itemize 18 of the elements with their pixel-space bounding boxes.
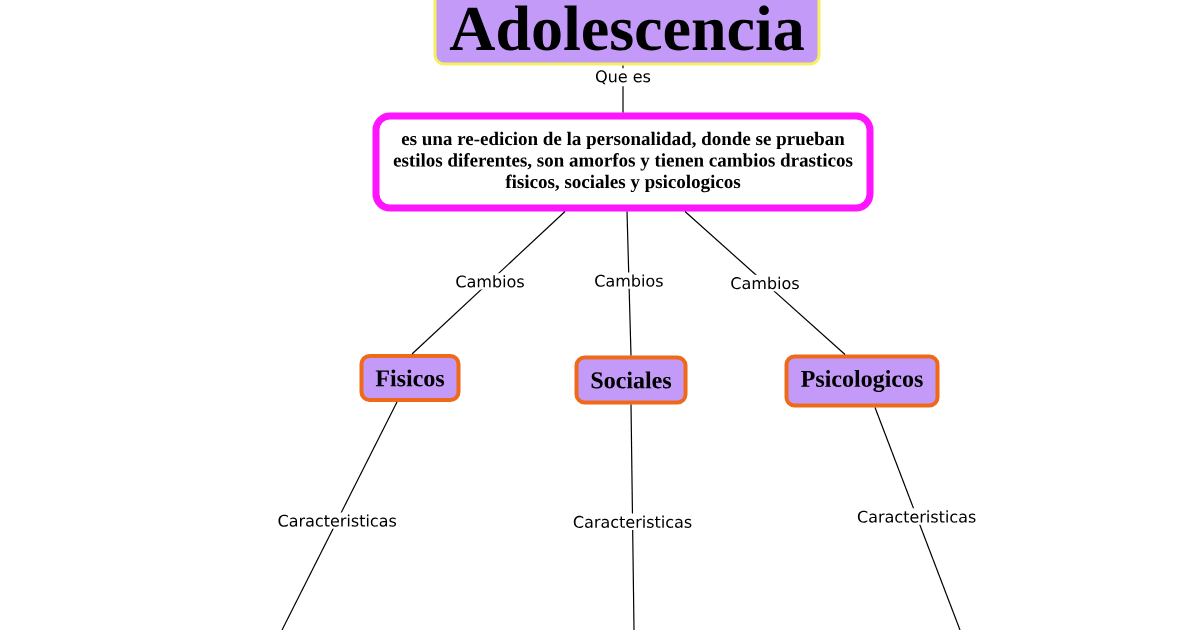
- edge-label: Caracteristicas: [570, 513, 695, 530]
- edge-label: Caracteristicas: [275, 512, 399, 529]
- connector-line: [874, 406, 961, 630]
- concept-box: Fisicos: [359, 354, 461, 402]
- concept-box: Sociales: [574, 355, 688, 405]
- connector-line: [684, 210, 846, 356]
- connector-line: [626, 210, 632, 357]
- title-box: Adolescencia: [433, 0, 821, 66]
- connector-line: [411, 210, 566, 355]
- connector-line: [630, 403, 635, 630]
- edge-label: Cambios: [728, 274, 802, 292]
- edge-label: Que es: [593, 68, 653, 87]
- concept-box: Psicologicos: [784, 354, 940, 408]
- definition-box: es una re-edicion de la personalidad, donde se prueban estilos diferentes, son amorfos y tienen cambios drasticos fisicos, sociales y psicologicos: [372, 112, 874, 212]
- edge-label: Cambios: [592, 272, 666, 289]
- edge-label: Caracteristicas: [855, 508, 979, 525]
- edge-label: Cambios: [453, 273, 527, 290]
- connector-line: [281, 401, 398, 630]
